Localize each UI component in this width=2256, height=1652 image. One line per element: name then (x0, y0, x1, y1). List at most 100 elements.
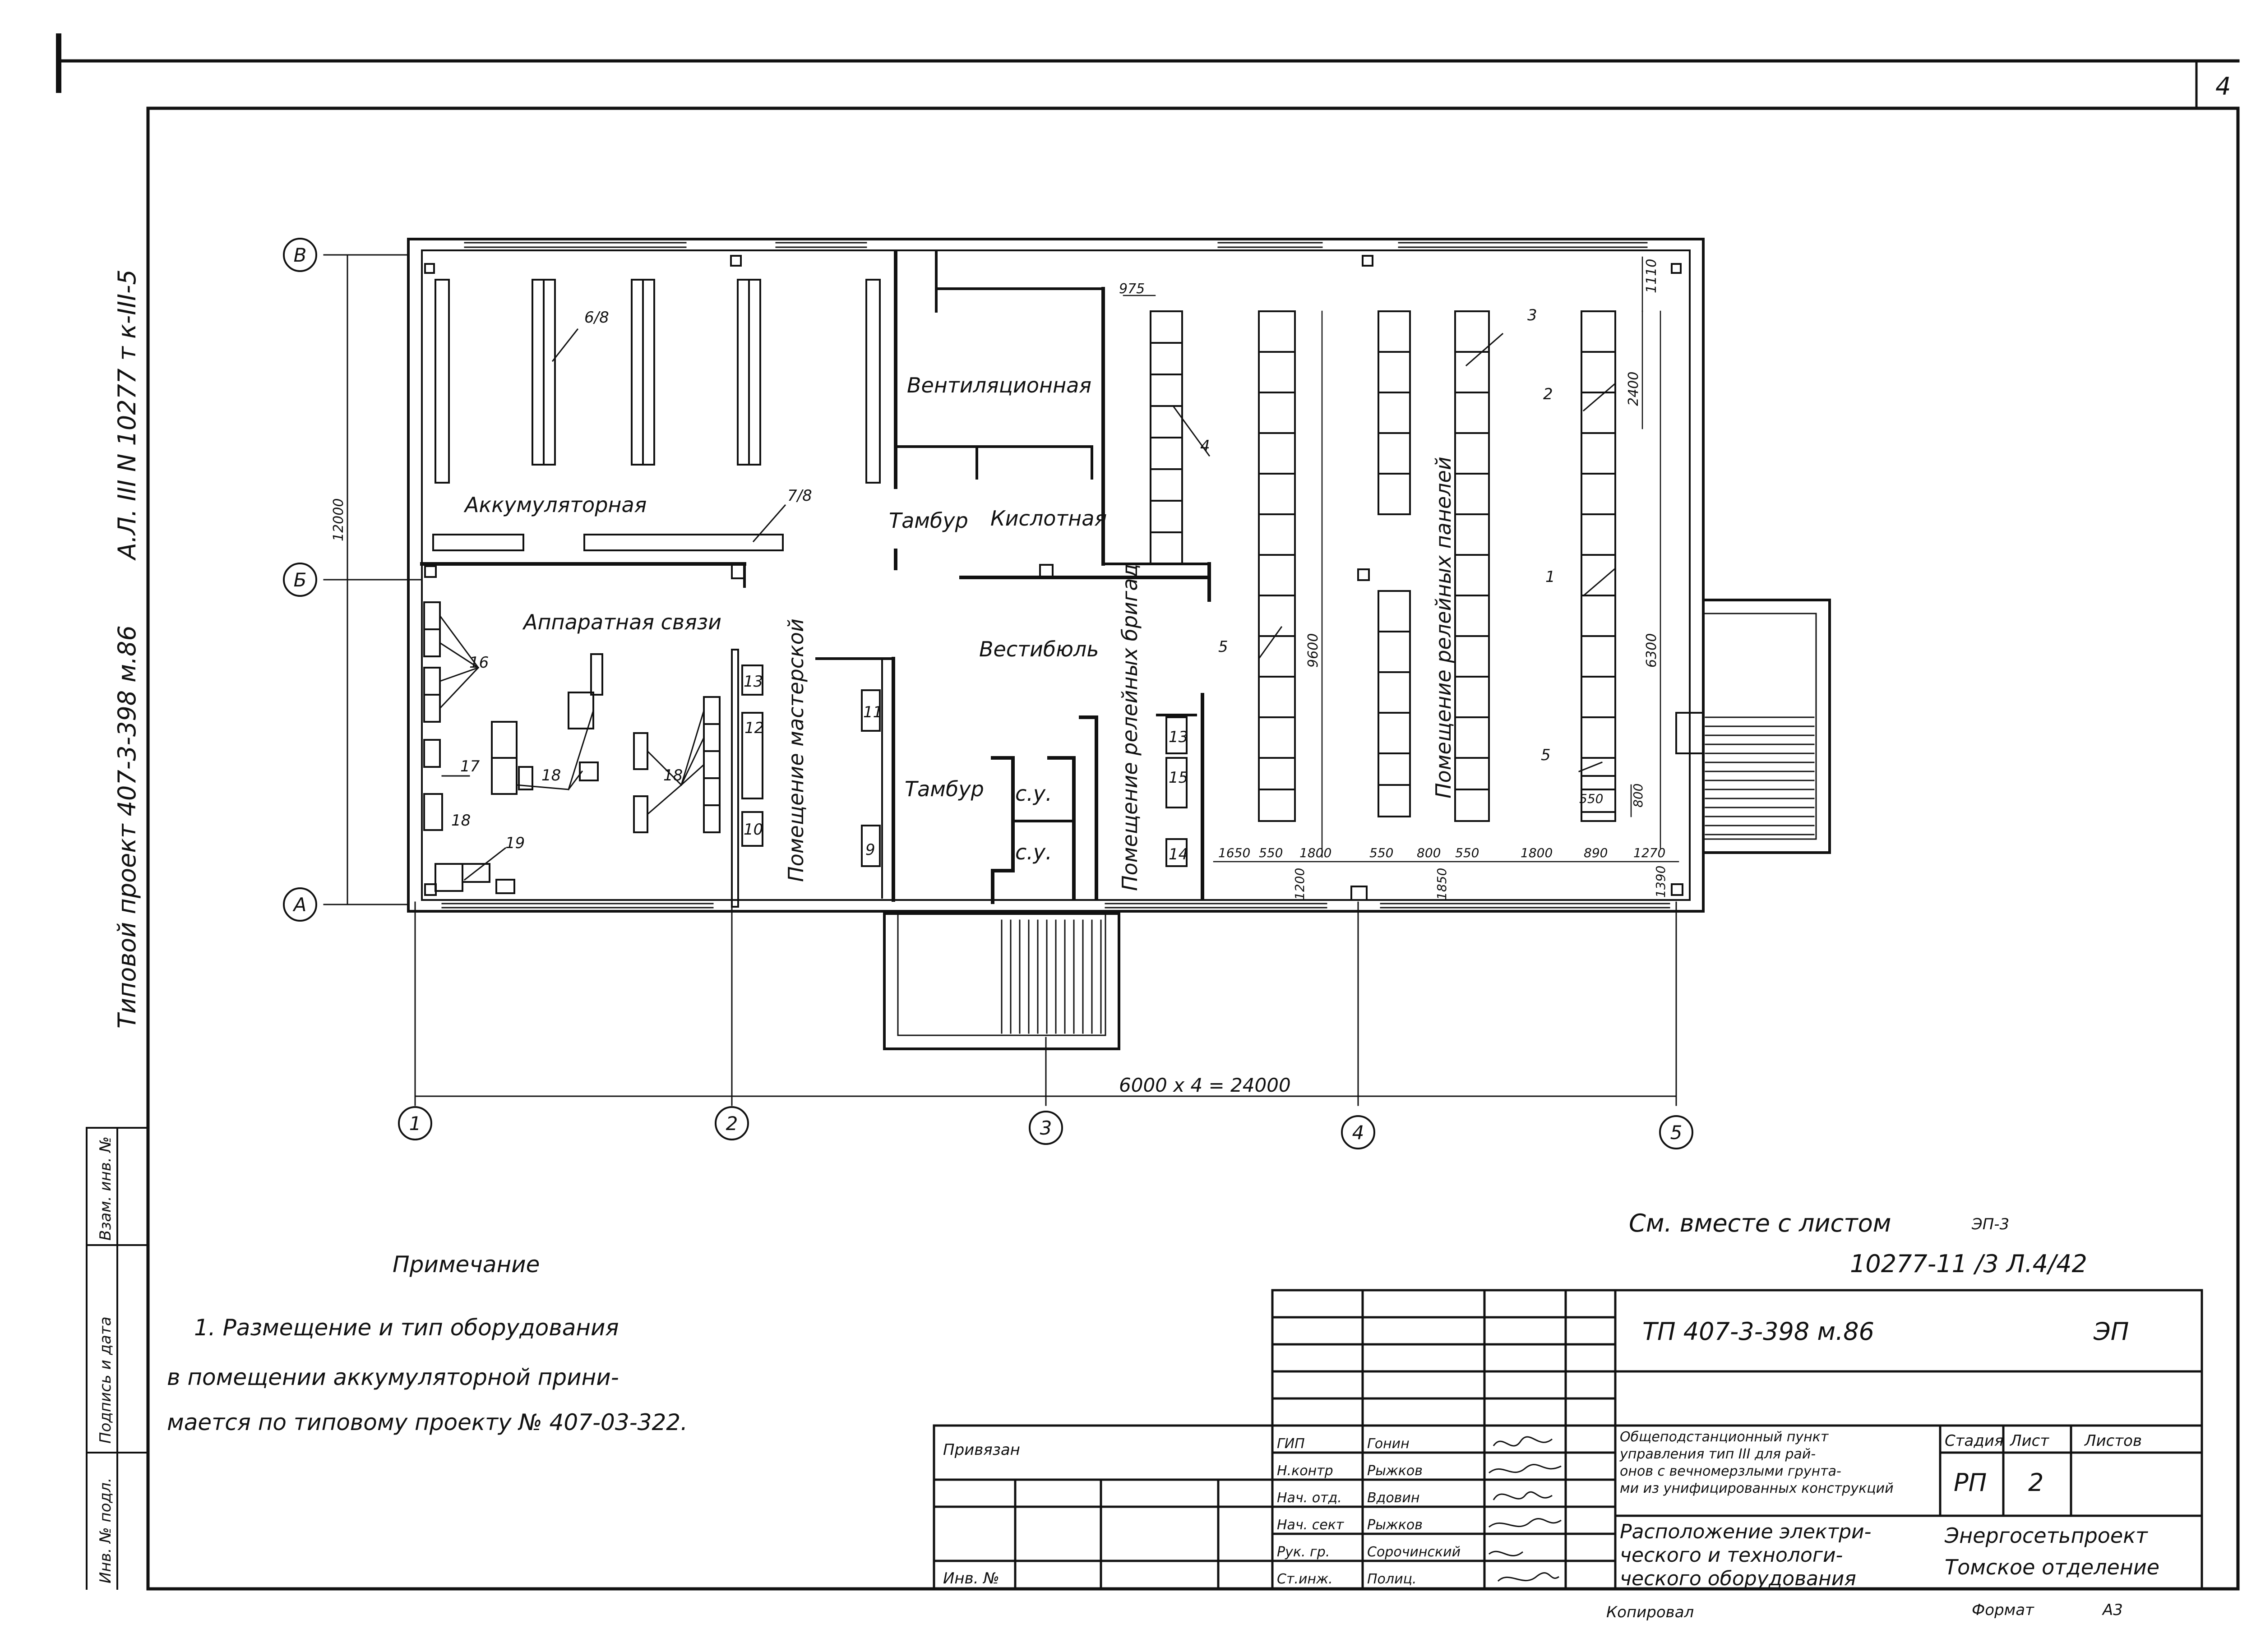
axis-bubble-v (283, 238, 317, 272)
signatures (1489, 1436, 1562, 1582)
axis-label-5: 5 (1670, 1121, 1683, 1144)
room-wc-1: с.у. (1015, 781, 1052, 806)
mark-2: 2 (1543, 385, 1553, 403)
tb-name-1: Гонин (1367, 1436, 1410, 1452)
room-tambour-bottom: Тамбур (905, 777, 984, 801)
room-relay-crews: Помещение релейных бригад (1118, 564, 1142, 891)
tb-stage: РП (1954, 1468, 1987, 1497)
side-stamp-strip (86, 1127, 149, 1590)
tb-name-5: Сорочинский (1367, 1544, 1461, 1560)
tb-sheet-no: 2 (2028, 1468, 2043, 1497)
mark-1: 1 (1545, 568, 1555, 586)
axis-label-a: А (292, 894, 307, 916)
dim-chain-5: 800 (1417, 845, 1441, 860)
mark-4: 4 (1200, 437, 1210, 455)
tb-role-rukgr: Рук. гр. (1277, 1544, 1330, 1560)
tb-inv: Инв. № (943, 1569, 999, 1587)
mark-16: 16 (469, 654, 489, 672)
axis-bubble-3 (1029, 1111, 1063, 1145)
room-acid: Кислотная (990, 506, 1107, 531)
mark-17: 17 (460, 757, 480, 775)
tb-name-2: Рыжков (1367, 1463, 1423, 1479)
tb-name-6: Полиц. (1367, 1571, 1417, 1587)
mark-6-8: 6/8 (584, 309, 609, 327)
axis-bubble-a (283, 887, 317, 922)
tb-stage-label: Стадия (1945, 1432, 2003, 1450)
dim-975: 975 (1119, 281, 1145, 297)
tb-copied: Копировал (1606, 1603, 1694, 1621)
mark-18-c: 18 (663, 766, 683, 784)
dim-1110: 1110 (1644, 259, 1660, 293)
tb-sheets-label: Листов (2084, 1432, 2142, 1450)
dim-chain-3: 1800 (1299, 845, 1331, 860)
reference-number: 10277-11 /3 Л.4/42 (1850, 1250, 2087, 1278)
side-note-project: Типовой проект 407-3-398 м.86 (113, 625, 141, 1029)
dim-chain-4: 550 (1369, 845, 1393, 860)
room-vestibule: Вестибюль (979, 637, 1099, 661)
axis-label-v: В (294, 244, 307, 266)
dim-chain-2: 550 (1259, 845, 1283, 860)
note-line-1: 1. Размещение и тип оборудования (194, 1315, 619, 1341)
dim-800: 800 (1631, 784, 1646, 808)
mark-13-left: 13 (744, 673, 763, 691)
mark-5-right: 5 (1541, 746, 1551, 764)
axis-bubble-2 (715, 1106, 749, 1140)
mark-14: 14 (1169, 845, 1188, 863)
tb-role-nkontr: Н.контр (1277, 1463, 1333, 1479)
mark-7-8: 7/8 (787, 487, 812, 505)
mark-12: 12 (744, 719, 764, 737)
reference-sheet: ЭП-3 (1971, 1215, 2009, 1233)
battery-racks (432, 279, 881, 551)
axis-bubbles (283, 238, 1693, 1149)
tb-object-title: Общеподстанционный пункт управления тип … (1619, 1429, 1894, 1496)
mark-13-right: 13 (1169, 728, 1188, 746)
tb-role-gip: ГИП (1277, 1436, 1305, 1452)
comm-equipment (423, 601, 1188, 894)
relay-panel-rows (1150, 310, 1616, 822)
floor-plan (323, 238, 1831, 1106)
mark-10: 10 (744, 821, 763, 839)
side-stamp-sign: Подпись и дата (97, 1316, 115, 1444)
note-line-2: в помещении аккумуляторной прини- (167, 1364, 619, 1390)
tb-format: А3 (2102, 1601, 2123, 1619)
tb-role-nachsekt: Нач. сект (1277, 1517, 1345, 1533)
mark-19: 19 (505, 834, 525, 852)
dim-chain-7: 1800 (1521, 845, 1553, 860)
room-comm-apparatus: Аппаратная связи (522, 610, 721, 634)
note-line-3: мается по типовому проекту № 407-03-322. (167, 1409, 688, 1435)
side-stamp-replace: Взам. инв. № (97, 1136, 115, 1241)
dim-height: 12000 (331, 498, 347, 541)
mark-11: 11 (863, 703, 883, 721)
axis-bubble-1 (398, 1106, 432, 1140)
axis-label-2: 2 (726, 1112, 738, 1135)
mark-18-b: 18 (541, 766, 561, 784)
title-block-grid (933, 1289, 2203, 1590)
dim-chain-8: 890 (1584, 845, 1608, 860)
mark-5-left: 5 (1218, 638, 1228, 656)
mark-9: 9 (865, 841, 875, 859)
room-relay-panels: Помещение релейных панелей (1431, 457, 1456, 798)
inner-frame (146, 106, 2240, 1591)
dim-chain-1: 1650 (1218, 845, 1250, 860)
tb-sheet-label: Лист (2009, 1432, 2049, 1450)
page-number: 4 (2215, 72, 2231, 101)
tb-role-nachotd: Нач. отд. (1277, 1490, 1342, 1506)
axis-bubble-b (283, 563, 317, 597)
tb-sheet-title: Расположение электри- ческого и технолог… (1620, 1520, 1878, 1590)
tb-name-4: Рыжков (1367, 1517, 1423, 1533)
tb-name-3: Вдовин (1367, 1490, 1419, 1506)
room-wc-2: с.у. (1015, 840, 1052, 864)
tb-org: Энергосетьпроект (1944, 1523, 2148, 1548)
mark-15: 15 (1169, 769, 1188, 787)
axis-bubble-4 (1341, 1115, 1375, 1149)
dim-2400: 2400 (1626, 372, 1641, 406)
dim-overall: 6000 x 4 = 24000 (1119, 1074, 1291, 1096)
axis-label-b: Б (294, 569, 307, 591)
room-ventilation: Вентиляционная (907, 373, 1091, 397)
dim-550: 550 (1579, 791, 1603, 806)
axis-label-3: 3 (1040, 1117, 1052, 1139)
room-workshop: Помещение мастерской (784, 618, 808, 882)
mark-18-a: 18 (451, 812, 471, 830)
tb-org-branch: Томское отделение (1945, 1555, 2159, 1579)
